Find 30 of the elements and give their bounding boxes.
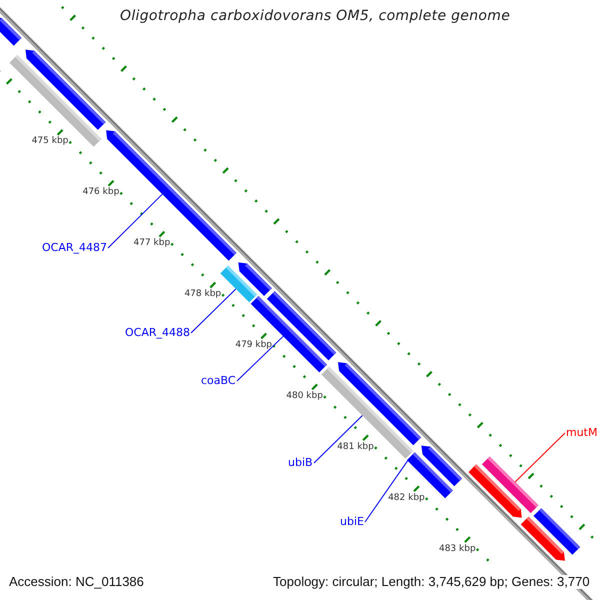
leader-line <box>364 460 408 522</box>
tick-label: 478 kbp <box>184 290 222 300</box>
gene-bar <box>421 446 462 486</box>
gene-label: OCAR_4488 <box>125 327 190 340</box>
leader-line <box>514 432 566 482</box>
leader-line <box>236 336 284 382</box>
tick-label: 480 kbp <box>286 392 323 402</box>
tick-label: 482 kbp <box>388 494 425 504</box>
tick-label: 475 kbp <box>32 137 68 148</box>
tick-label: 481 kbp <box>337 442 374 453</box>
footer-text: Topology: circular; Length: 3,745,629 bp; Genes: 3,770 <box>273 575 590 590</box>
leader-line <box>108 194 163 248</box>
tick-label: 477 kbp <box>134 239 170 249</box>
gene-bar <box>534 508 580 555</box>
leader-line <box>314 415 363 464</box>
gene-bar <box>0 17 22 46</box>
footer-text: Accession: NC_011386 <box>9 575 144 590</box>
gene-label: ubiB <box>288 457 313 470</box>
gene-bar <box>238 262 272 296</box>
title: Oligotropha carboxidovorans OM5, complete genome <box>120 9 510 24</box>
gene-label: coaBC <box>201 375 236 388</box>
gene-label: mutM <box>566 427 598 440</box>
tick-label: 483 kbp <box>438 544 476 554</box>
gene-bar <box>10 54 102 147</box>
gene-bar <box>468 464 522 518</box>
tick-label: 479 kbp <box>235 340 272 351</box>
tick-label: 476 kbp <box>82 188 120 198</box>
leader-line <box>190 288 236 334</box>
gene-label: OCAR_4487 <box>42 242 108 254</box>
gene-label: ubiE <box>340 516 364 528</box>
